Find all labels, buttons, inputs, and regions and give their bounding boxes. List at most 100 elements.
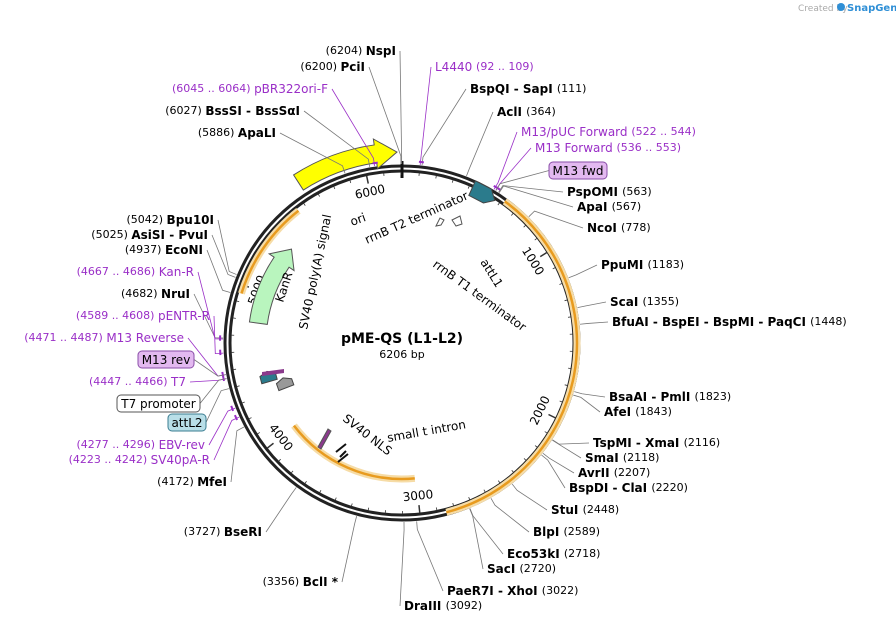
backbone-arc-right xyxy=(446,200,579,514)
boxed-label-m13-rev: M13 rev xyxy=(142,353,191,367)
site-econi-position: (4937) xyxy=(125,243,165,256)
site-bseri-label: (3727) BseRI xyxy=(184,525,262,539)
tick-2600 xyxy=(483,489,486,493)
tick-1300 xyxy=(564,299,568,302)
primer-l4440-leader xyxy=(419,66,432,165)
site-saci-name: SacI xyxy=(487,562,520,576)
tick-1200 xyxy=(559,283,563,285)
tick-800 xyxy=(523,224,527,228)
tick-3700 xyxy=(304,481,307,484)
site-bpu10i-position: (5042) xyxy=(126,213,166,226)
site-pspomi-name: PspOMI xyxy=(567,185,622,199)
tick-2000 xyxy=(548,413,557,419)
boxed-label-t7-promoter-box xyxy=(116,394,201,413)
site-blpi-position: (2589) xyxy=(564,525,601,538)
site-bspdi-label: BspDI - ClaI (2220) xyxy=(569,481,688,495)
site-afei-leader xyxy=(573,394,601,413)
site-asisi-position: (5025) xyxy=(91,228,131,241)
feature-label-sv40-poly-a-signal: SV40 poly(A) signal xyxy=(296,213,334,331)
site-bsssi-leader xyxy=(303,110,371,168)
site-apai-name: ApaI xyxy=(577,200,612,214)
site-bpu10i-name: Bpu10I xyxy=(167,213,214,227)
tick-2800 xyxy=(452,503,455,507)
site-avrii-name: AvrII xyxy=(578,466,614,480)
tick-1100 xyxy=(552,267,556,270)
site-asisi-name: AsiSI - PvuI xyxy=(131,228,208,242)
site-apali-name: ApaLI xyxy=(238,126,276,140)
site-mfei-leader xyxy=(230,426,245,483)
site-pcii-leader xyxy=(368,66,402,165)
watermark-created-by: Created by xyxy=(798,4,848,14)
site-asisi-leader xyxy=(211,234,236,278)
site-pcii-position: (6200) xyxy=(300,60,340,73)
site-bcli-leader xyxy=(341,516,358,583)
primer-m13-puc-forward-name: M13/pUC Forward xyxy=(521,125,631,139)
tick-3400 xyxy=(350,503,353,507)
tick-200 xyxy=(435,175,437,179)
primer-pbr322ori-f-mark xyxy=(372,161,378,165)
terminator-glyphs xyxy=(262,215,463,463)
primer-m13-reverse-label: (4471 .. 4487) M13 Reverse xyxy=(24,331,184,345)
primer-pbr322ori-f-range: (6045 .. 6064) xyxy=(172,82,254,95)
primer-sv40pa-r-name: SV40pA-R xyxy=(151,453,210,467)
site-bcli-position: (3356) xyxy=(263,575,303,588)
site-mfei-position: (4172) xyxy=(157,475,197,488)
site-tspmi-position: (2116) xyxy=(684,436,721,449)
tick-400 xyxy=(467,185,470,189)
rrnB-T2-terminator-icon xyxy=(435,217,445,227)
site-stui-position: (2448) xyxy=(583,503,620,516)
tick-2500 xyxy=(497,480,501,484)
primer-m13-forward-name: M13 Forward xyxy=(535,141,617,155)
site-scai-label: ScaI (1355) xyxy=(610,295,679,309)
site-eco53ki-name: Eco53kI xyxy=(507,547,564,561)
site-bpu10i-label: (5042) Bpu10I xyxy=(126,213,214,227)
site-draiii-position: (3092) xyxy=(446,599,483,612)
primer-m13-reverse-name: M13 Reverse xyxy=(106,331,184,345)
watermark-brand: SnapGene xyxy=(847,3,896,14)
primer-m13-forward-mark xyxy=(495,186,501,191)
tick-2700 xyxy=(468,497,471,501)
site-paer7i-label: PaeR7I - XhoI (3022) xyxy=(447,584,578,598)
site-mfei-label: (4172) MfeI xyxy=(157,475,227,489)
primer-l4440-range: (92 .. 109) xyxy=(476,60,534,73)
site-eco53ki-label: Eco53kI (2718) xyxy=(507,547,600,561)
tick-1900 xyxy=(559,400,563,403)
ori-arrow xyxy=(292,138,398,191)
site-econi-name: EcoNI xyxy=(165,243,203,257)
feature-label-rrnb-t2-terminator: rrnB T2 terminator xyxy=(363,189,471,247)
tick-5800 xyxy=(333,186,336,190)
site-nspi-position: (6204) xyxy=(326,44,366,57)
site-blpi-label: BlpI (2589) xyxy=(533,525,600,539)
site-saci-leader xyxy=(469,508,484,570)
site-avrii-leader xyxy=(542,452,575,474)
tick-900 xyxy=(534,237,538,241)
tick-2300 xyxy=(523,458,527,461)
site-bfuai-leader xyxy=(579,321,609,325)
primer-m13-forward-leader xyxy=(495,147,532,191)
tick-4000 xyxy=(266,442,274,449)
site-paer7i-position: (3022) xyxy=(542,584,579,597)
site-acli-label: AclI (364) xyxy=(497,105,556,119)
tick-label-1000: 1000 xyxy=(519,244,547,277)
feature-label-rrnb-t1-terminator: rrnB T1 terminator xyxy=(430,257,529,334)
site-scai-position: (1355) xyxy=(643,295,680,308)
primer-l4440-label: L4440 (92 .. 109) xyxy=(435,60,534,74)
site-pspomi-label: PspOMI (563) xyxy=(567,185,652,199)
tick-4100 xyxy=(257,432,260,435)
SV40-NLS-icon xyxy=(317,428,332,450)
rrnB-T1-terminator-icon xyxy=(451,215,463,227)
site-eco53ki-position: (2718) xyxy=(564,547,601,560)
site-bpu10i-leader xyxy=(217,219,237,275)
site-avrii-position: (2207) xyxy=(614,466,651,479)
site-apai-position: (567) xyxy=(612,200,642,213)
SV40-small-feature-icon xyxy=(262,369,284,376)
boxed-label-m13-fwd: M13 fwd xyxy=(553,164,604,178)
backbone-arc-right-halo xyxy=(445,198,581,516)
site-acli-leader xyxy=(466,111,494,177)
site-bcli-name: BclI * xyxy=(303,575,339,589)
site-acli-name: AclI xyxy=(497,105,526,119)
feature-label-ori: ori xyxy=(348,210,367,228)
site-smai-position: (2118) xyxy=(623,451,660,464)
site-draiii-leader xyxy=(399,521,405,607)
boxed-label-attl2-box xyxy=(167,413,207,432)
